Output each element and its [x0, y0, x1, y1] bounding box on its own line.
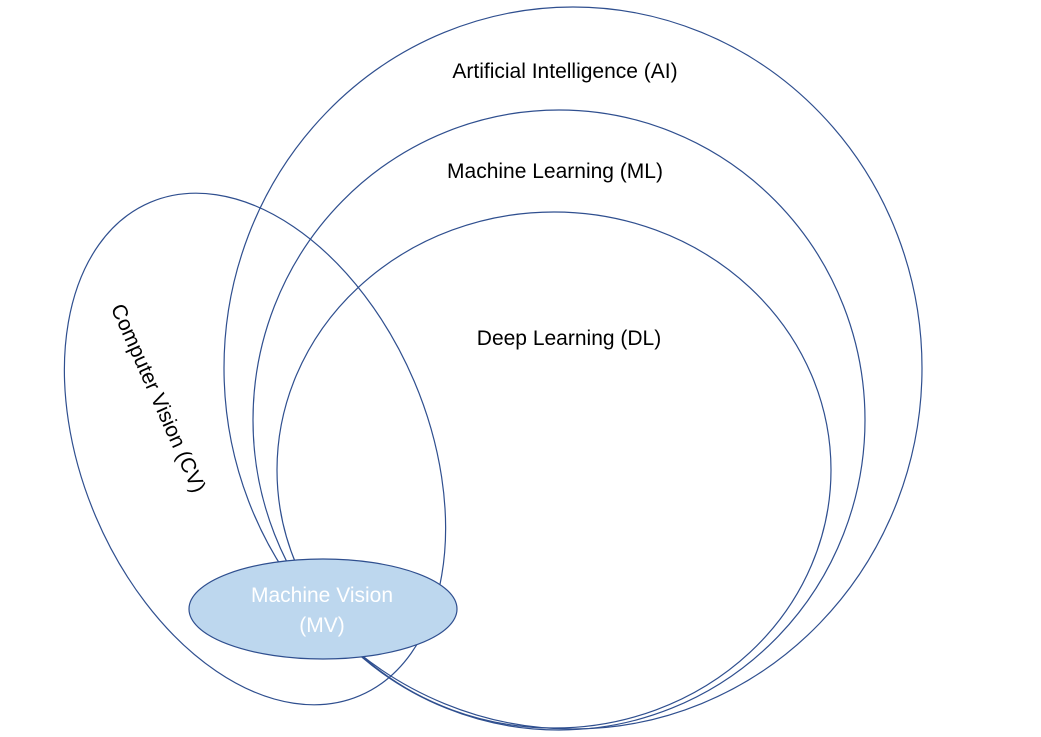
ml-set-label: Machine Learning (ML)	[447, 160, 663, 183]
mv-set-label-line2: (MV)	[299, 614, 345, 637]
mv-set-label-line1: Machine Vision	[251, 584, 393, 607]
ai-set-label: Artificial Intelligence (AI)	[452, 60, 677, 83]
dl-set-label: Deep Learning (DL)	[477, 327, 661, 350]
ml-set-outline	[252, 109, 866, 731]
cv-set-label: Computer Vision (CV)	[106, 301, 210, 497]
dl-set-outline	[276, 211, 832, 729]
mv-set-fill	[188, 558, 458, 660]
ai-set-outline	[223, 6, 923, 730]
cv-set-outline	[63, 192, 447, 706]
